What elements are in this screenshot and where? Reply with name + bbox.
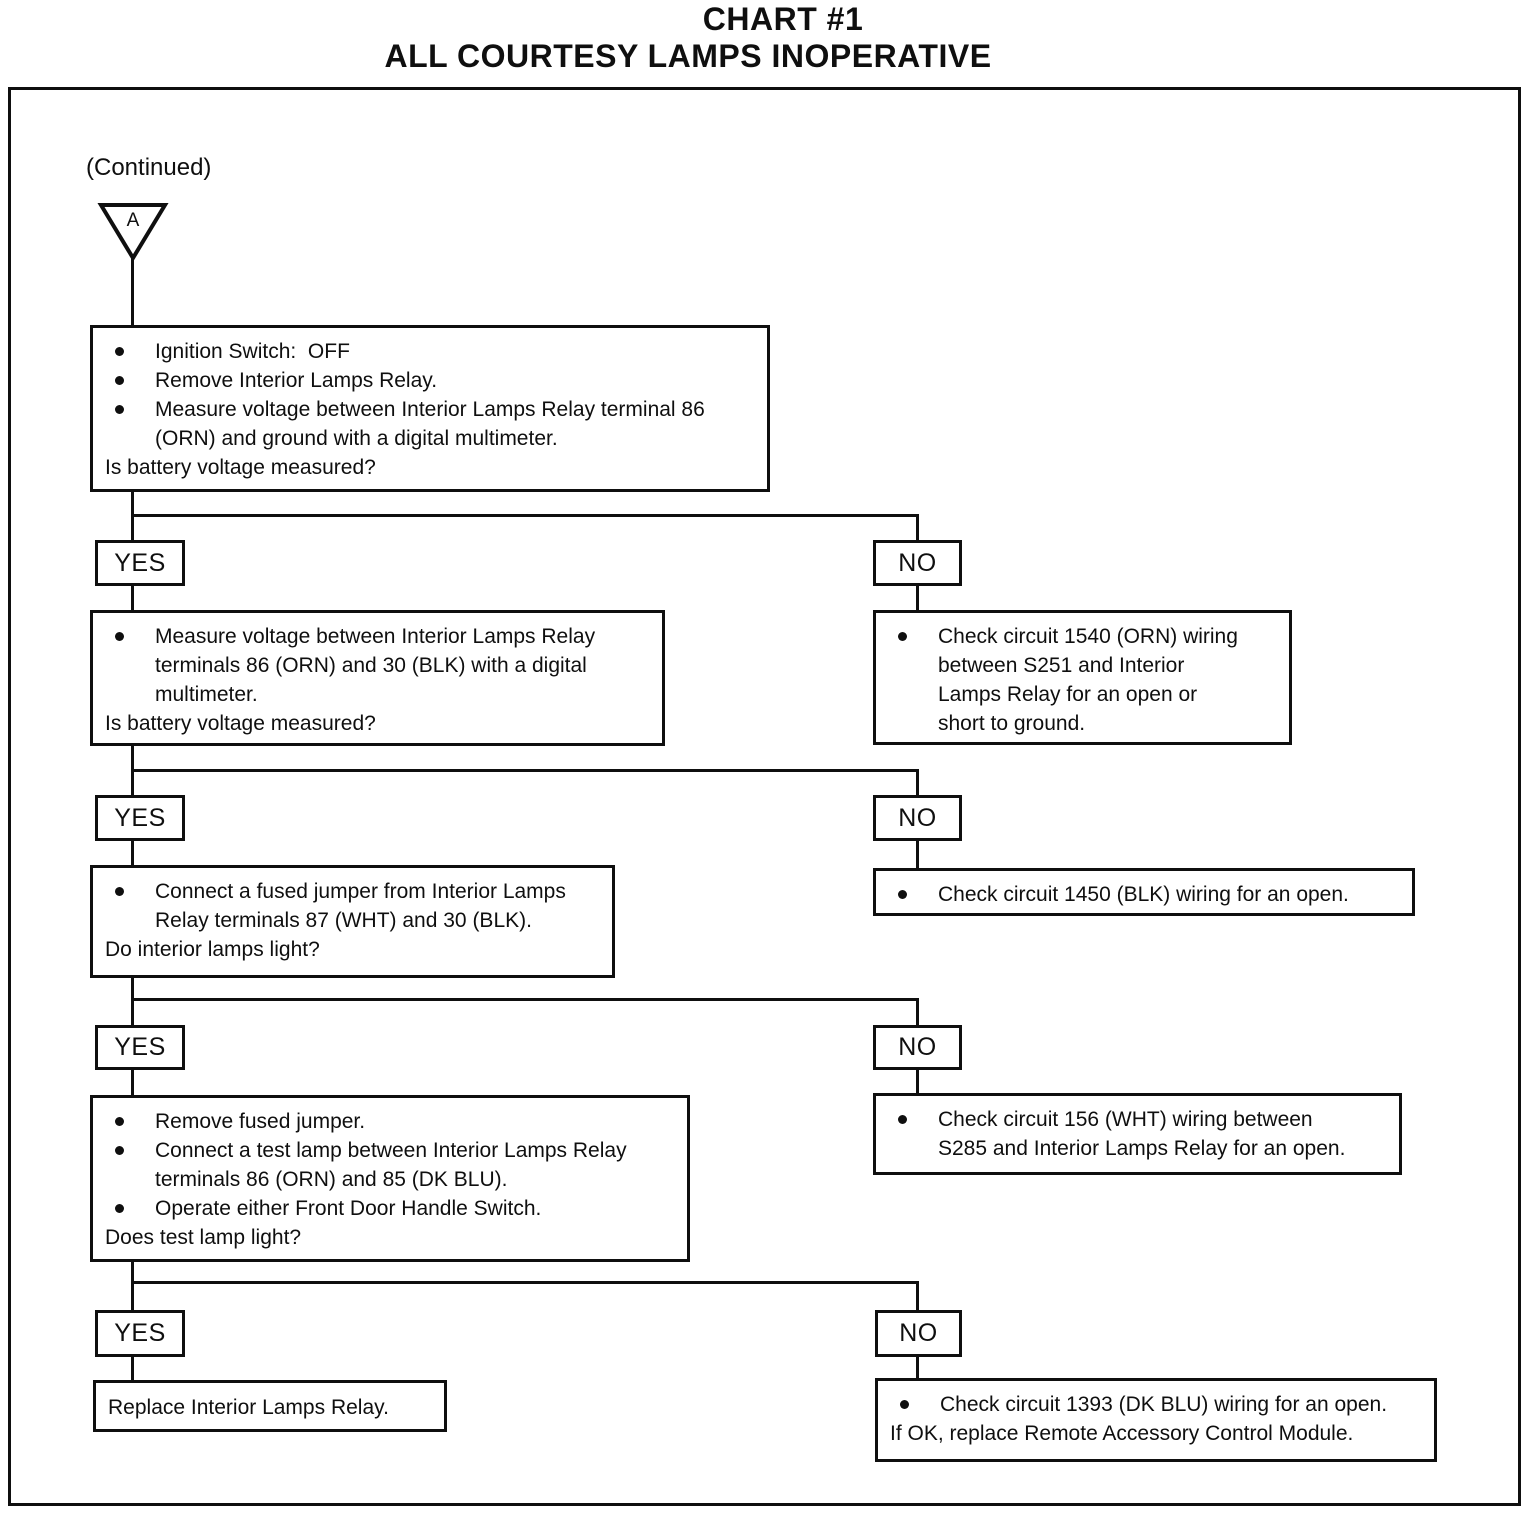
question-text: Is battery voltage measured? (105, 711, 376, 735)
no-label: NO (898, 1033, 937, 1061)
yes-label: YES (114, 1033, 166, 1061)
connector-line (916, 841, 919, 868)
bullet-icon (900, 1400, 909, 1409)
connector-line (916, 1281, 919, 1310)
instruction-text: Measure voltage between Interior Lamps R… (155, 624, 596, 648)
yes-box-3: YES (95, 1025, 185, 1070)
no-box-4: NO (875, 1310, 962, 1357)
connector-line (131, 998, 919, 1001)
bullet-icon (115, 376, 124, 385)
action-text: Check circuit 156 (WHT) wiring between (938, 1107, 1313, 1131)
bullet-icon (115, 887, 124, 896)
bullet-icon (898, 890, 907, 899)
instruction-text: Remove fused jumper. (155, 1109, 366, 1133)
instruction-text: terminals 86 (ORN) and 30 (BLK) with a d… (155, 653, 587, 677)
connector-line (916, 1357, 919, 1378)
bullet-icon (115, 1117, 124, 1126)
no-label: NO (898, 803, 937, 832)
question-text: Does test lamp light? (105, 1225, 302, 1249)
action-text: short to ground. (938, 711, 1086, 735)
yes-label: YES (114, 803, 166, 832)
flow-step-2-box: Measure voltage between Interior Lamps R… (90, 610, 665, 746)
instruction-text: multimeter. (155, 682, 258, 706)
action-text: Lamps Relay for an open or (938, 682, 1198, 706)
connector-line (916, 998, 919, 1025)
flow-step-1-box: Ignition Switch: OFF Remove Interior Lam… (90, 325, 770, 492)
connector-line (131, 514, 919, 517)
action-text: If OK, replace Remote Accessory Control … (890, 1421, 1354, 1445)
flow-step-4-box: Remove fused jumper. Connect a test lamp… (90, 1095, 690, 1262)
instruction-text: (ORN) and ground with a digital multimet… (155, 426, 558, 450)
instruction-text: Connect a test lamp between Interior Lam… (155, 1138, 627, 1162)
instruction-text: terminals 86 (ORN) and 85 (DK BLU). (155, 1167, 508, 1191)
flow-no-action-3-box: Check circuit 156 (WHT) wiring between S… (873, 1093, 1402, 1175)
no-label: NO (898, 548, 937, 577)
no-box-3: NO (873, 1025, 962, 1070)
connector-line (916, 514, 919, 540)
instruction-text: Measure voltage between Interior Lamps R… (155, 397, 705, 421)
bullet-icon (898, 632, 907, 641)
bullet-icon (115, 1204, 124, 1213)
instruction-text: Connect a fused jumper from Interior Lam… (155, 879, 566, 903)
chart-border (8, 87, 1521, 1506)
flow-result-yes-box: Replace Interior Lamps Relay. (93, 1380, 447, 1432)
connector-line (131, 1357, 134, 1380)
connector-line (131, 978, 134, 1025)
no-box-1: NO (873, 540, 962, 586)
chart-title: CHART #1 (702, 1, 864, 37)
bullet-icon (115, 632, 124, 641)
connector-line (916, 586, 919, 610)
connector-a-label: A (126, 210, 140, 231)
connector-line (131, 769, 919, 772)
flow-step-3-box: Connect a fused jumper from Interior Lam… (90, 865, 615, 978)
connector-line (131, 1281, 919, 1284)
connector-line (131, 586, 134, 610)
no-label: NO (899, 1319, 938, 1347)
bullet-icon (115, 347, 124, 356)
connector-line (131, 1262, 134, 1310)
action-text: Check circuit 1393 (DK BLU) wiring for a… (940, 1392, 1388, 1416)
action-text: Check circuit 1450 (BLK) wiring for an o… (938, 882, 1349, 906)
continued-label: (Continued) (86, 154, 212, 181)
yes-label: YES (114, 1319, 166, 1347)
instruction-text: Relay terminals 87 (WHT) and 30 (BLK). (155, 908, 532, 932)
bullet-icon (898, 1115, 907, 1124)
instruction-text: Ignition Switch: OFF (155, 339, 350, 363)
flow-no-action-2-box: Check circuit 1450 (BLK) wiring for an o… (873, 868, 1415, 916)
instruction-text: Operate either Front Door Handle Switch. (155, 1196, 542, 1220)
connector-line (916, 769, 919, 795)
yes-box-1: YES (95, 540, 185, 586)
connector-line (131, 1070, 134, 1095)
no-box-2: NO (873, 795, 962, 841)
action-text: Check circuit 1540 (ORN) wiring (938, 624, 1238, 648)
bullet-icon (115, 1146, 124, 1155)
chart-subtitle: ALL COURTESY LAMPS INOPERATIVE (384, 38, 992, 74)
action-text: between S251 and Interior (938, 653, 1185, 677)
yes-box-2: YES (95, 795, 185, 841)
action-text: Replace Interior Lamps Relay. (108, 1395, 389, 1419)
yes-box-4: YES (95, 1310, 185, 1357)
flow-no-action-4-box: Check circuit 1393 (DK BLU) wiring for a… (875, 1378, 1437, 1462)
connector-line (131, 841, 134, 865)
flow-no-action-1-box: Check circuit 1540 (ORN) wiring between … (873, 610, 1292, 745)
connector-a-icon (97, 203, 169, 262)
connector-line (916, 1070, 919, 1093)
question-text: Do interior lamps light? (105, 937, 320, 961)
action-text: S285 and Interior Lamps Relay for an ope… (938, 1136, 1346, 1160)
yes-label: YES (114, 548, 166, 577)
connector-line (131, 256, 134, 325)
bullet-icon (115, 405, 124, 414)
instruction-text: Remove Interior Lamps Relay. (155, 368, 438, 392)
question-text: Is battery voltage measured? (105, 455, 376, 479)
